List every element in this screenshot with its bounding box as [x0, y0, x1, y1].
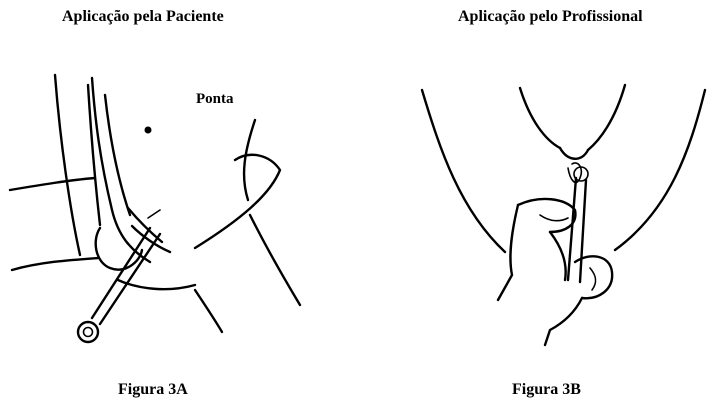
left-hand-fingers — [550, 232, 566, 280]
right-leg-inner — [195, 290, 222, 332]
applicator-b-2 — [580, 180, 586, 282]
applicator-tip — [148, 210, 160, 218]
applicator-b-1 — [568, 178, 576, 280]
back-edge — [55, 75, 80, 255]
right-inner-curve — [588, 85, 625, 150]
left-knuckle-line — [540, 215, 568, 221]
ponta-label: Ponta — [196, 91, 234, 108]
applicator-barrel-1 — [92, 228, 150, 318]
applicator-ring-inner — [84, 328, 93, 337]
left-hand-side — [498, 205, 518, 300]
figure-a-caption: Figura 3A — [118, 381, 188, 399]
right-thigh-outer — [615, 90, 705, 250]
torso-right-edge — [244, 120, 255, 200]
hand-curl — [96, 228, 142, 270]
left-inner-curve — [520, 88, 560, 148]
right-finger-line — [590, 268, 596, 290]
navel-dot — [145, 127, 152, 134]
thigh-left-upper — [10, 178, 95, 190]
perineum-curve — [560, 148, 588, 159]
right-hand-wrist — [545, 298, 582, 345]
left-hand-top — [518, 199, 575, 232]
figure-b-caption: Figura 3B — [512, 381, 581, 399]
figure-b-illustration — [400, 0, 715, 370]
right-leg-edge — [250, 215, 300, 305]
applicator-ring — [78, 322, 98, 342]
right-thigh — [195, 155, 280, 248]
thigh-left-lower — [12, 258, 98, 270]
figure-a-illustration — [0, 0, 310, 370]
left-thigh-outer — [422, 90, 505, 252]
